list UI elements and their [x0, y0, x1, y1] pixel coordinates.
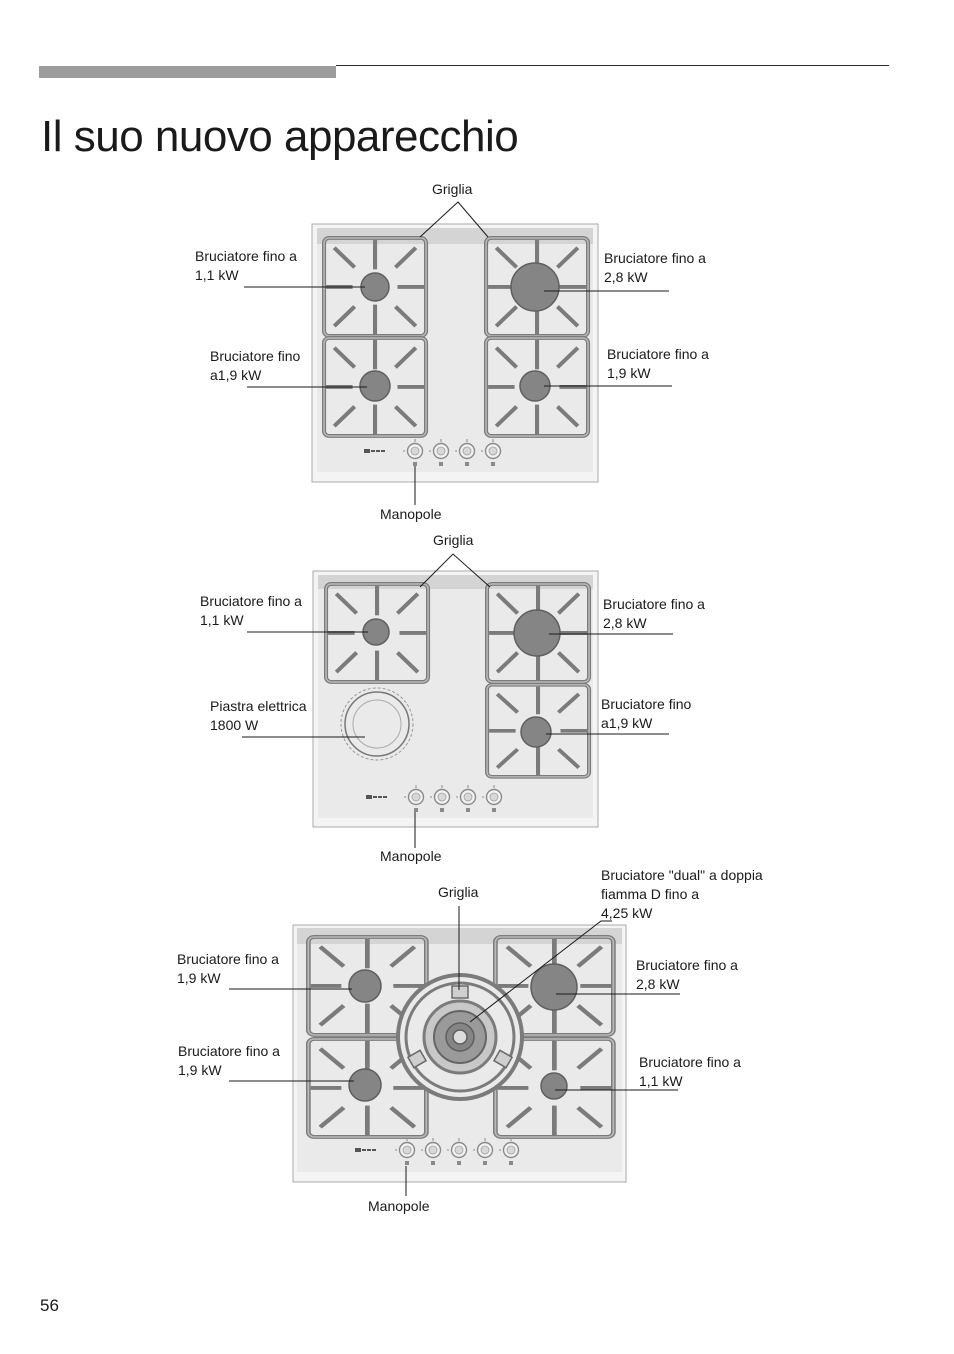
d2-left-top-label-2: 1,1 kW: [200, 612, 244, 628]
d2-right-bottom-label-1: Bruciatore fino: [601, 696, 692, 712]
d1-left-top-label-1: Bruciatore fino a: [195, 248, 297, 264]
d3-right-bottom-label-2: 1,1 kW: [639, 1073, 683, 1089]
diagram-2-cooktop: [242, 553, 673, 848]
d2-griglia-label: Griglia: [433, 532, 474, 548]
d1-right-top-label-1: Bruciatore fino a: [604, 250, 706, 266]
d1-left-bottom-label-2: a1,9 kW: [210, 367, 262, 383]
d3-dual-label-1: Bruciatore "dual" a doppia: [601, 867, 763, 883]
d2-left-top-label-1: Bruciatore fino a: [200, 593, 302, 609]
d1-manopole-label: Manopole: [380, 506, 442, 522]
d1-griglia-label: Griglia: [432, 181, 473, 197]
d2-left-bottom-label-1: Piastra elettrica: [210, 698, 307, 714]
d3-manopole-label: Manopole: [368, 1198, 430, 1214]
d1-left-top-label-2: 1,1 kW: [195, 267, 239, 283]
diagram-3-cooktop: [229, 906, 680, 1196]
d3-griglia-label: Griglia: [438, 884, 479, 900]
d3-dual-label-3: 4,25 kW: [601, 905, 653, 921]
d3-dual-label-2: fiamma D fino a: [601, 886, 700, 902]
header-rule: [336, 65, 889, 66]
d2-right-top-label-1: Bruciatore fino a: [603, 596, 705, 612]
d2-right-bottom-label-2: a1,9 kW: [601, 715, 653, 731]
d1-right-top-label-2: 2,8 kW: [604, 269, 648, 285]
d3-right-top-label-1: Bruciatore fino a: [636, 957, 738, 973]
d3-right-bottom-label-1: Bruciatore fino a: [639, 1054, 741, 1070]
d1-right-bottom-label-1: Bruciatore fino a: [607, 346, 709, 362]
page-title: Il suo nuovo apparecchio: [41, 112, 519, 161]
d3-left-top-label-1: Bruciatore fino a: [177, 951, 279, 967]
d2-manopole-label: Manopole: [380, 848, 442, 864]
d3-left-top-label-2: 1,9 kW: [177, 970, 221, 986]
d1-left-bottom-label-1: Bruciatore fino: [210, 348, 301, 364]
d1-right-bottom-label-2: 1,9 kW: [607, 365, 651, 381]
diagram-1-cooktop: [244, 201, 672, 505]
d2-left-bottom-label-2: 1800 W: [210, 717, 259, 733]
d3-left-bottom-label-2: 1,9 kW: [178, 1062, 222, 1078]
d3-right-top-label-2: 2,8 kW: [636, 976, 680, 992]
header-bar: [39, 66, 336, 78]
d3-left-bottom-label-1: Bruciatore fino a: [178, 1043, 280, 1059]
d2-right-top-label-2: 2,8 kW: [603, 615, 647, 631]
page-number: 56: [40, 1296, 59, 1315]
